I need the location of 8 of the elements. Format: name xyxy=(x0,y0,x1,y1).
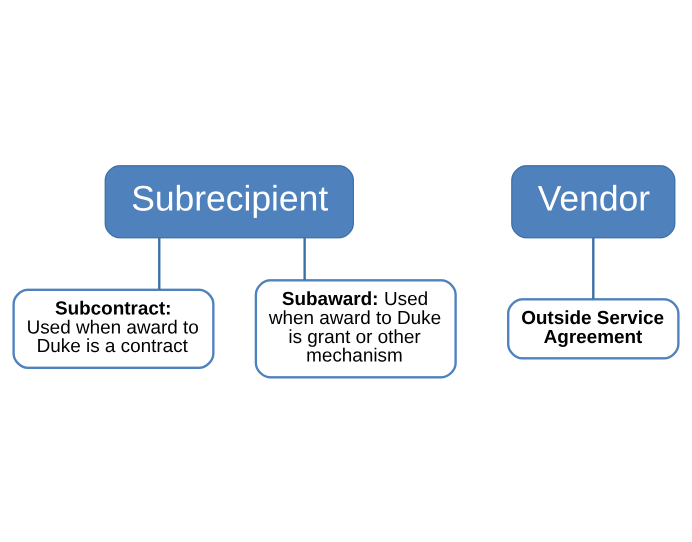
node-box: Subcontract: Used when award to Duke is a contract xyxy=(12,288,215,368)
node-box: Subaward: Used when award to Duke is grant or other mechanism xyxy=(254,278,457,378)
node-box: Subrecipient xyxy=(104,164,354,238)
connector xyxy=(303,237,306,280)
connector xyxy=(592,237,594,299)
node-box: Vendor xyxy=(511,164,676,238)
node-box: Outside Service Agreement xyxy=(507,298,680,360)
connector xyxy=(158,237,160,290)
